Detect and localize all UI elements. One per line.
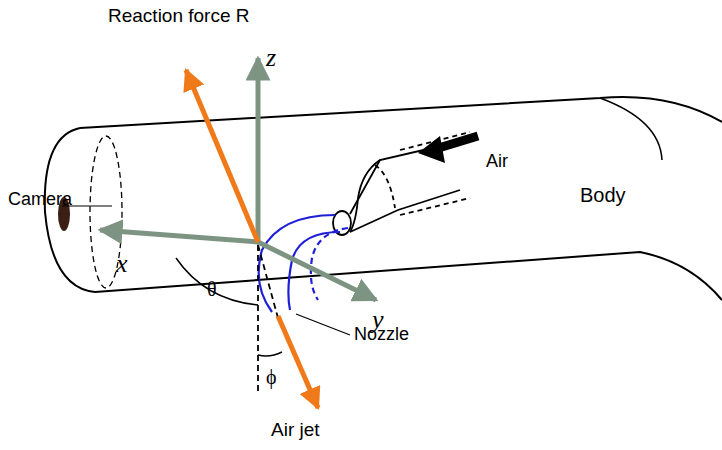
- force-label: Reaction force R: [108, 6, 250, 27]
- phi-arc: [258, 352, 282, 356]
- angle-label: ϕ: [266, 366, 277, 388]
- vertical-reference: [257, 245, 259, 392]
- axes: [100, 58, 376, 300]
- nozzle-leader: [296, 314, 350, 335]
- reaction-force-arrow: [186, 70, 258, 242]
- axis-label: z: [266, 44, 276, 73]
- jet-axis: [258, 245, 278, 318]
- angle-label: θ: [207, 278, 217, 300]
- flow-label: Air jet: [271, 420, 320, 441]
- part-label: Body: [580, 184, 626, 206]
- axis-label: x: [116, 250, 128, 279]
- part-label: Nozzle: [354, 325, 409, 345]
- air-flow-head: [418, 136, 445, 163]
- theta-arc: [176, 258, 258, 305]
- flow-label: Air: [486, 152, 508, 172]
- air-jet-arrow: [278, 316, 318, 408]
- part-label: Camera: [8, 190, 72, 210]
- body-outline: [45, 97, 722, 300]
